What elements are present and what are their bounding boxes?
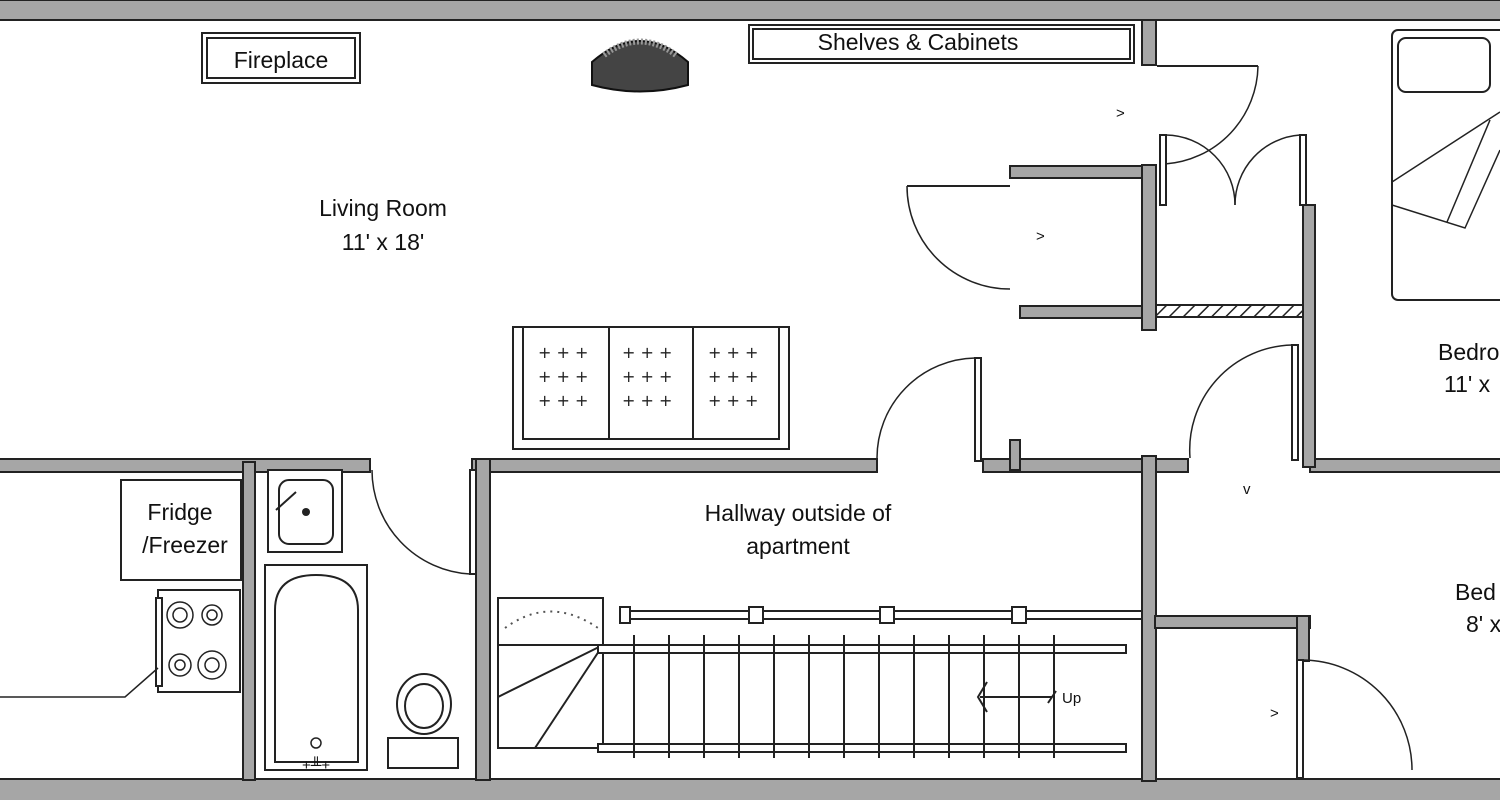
door-hallway[interactable]	[876, 357, 982, 462]
fridge-freezer	[120, 479, 242, 581]
door-closet-top[interactable]	[1157, 65, 1259, 165]
bottom-wall	[0, 778, 1500, 800]
stove	[155, 589, 241, 693]
staircase: Up	[497, 597, 1143, 758]
freezer-label: /Freezer	[142, 532, 228, 558]
top-wall	[0, 0, 1500, 21]
bedroom2-wall-stub	[1296, 615, 1310, 662]
partition-wall-mid	[1141, 164, 1157, 331]
svg-text:+ + +: + + +	[708, 391, 758, 410]
closet-wall-stub	[1009, 439, 1021, 471]
sink	[267, 469, 343, 553]
counter-line	[0, 667, 159, 698]
arrow-marker: >	[1036, 228, 1045, 245]
toilet	[387, 673, 459, 769]
bed	[1391, 29, 1500, 301]
shelves-label: Shelves & Cabinets	[818, 29, 1019, 55]
arrow-marker: >	[1116, 105, 1125, 122]
bedroom2-label: Bed	[1455, 579, 1496, 605]
living-room-label: Living Room	[319, 195, 447, 221]
sofa: + + + + + + + + + + + + + + + + + + + + + + +…	[512, 326, 790, 450]
bedroom1-label: Bedro	[1438, 339, 1499, 365]
bedroom1-size: 11' x	[1444, 371, 1491, 397]
arrow-marker: v	[1243, 481, 1251, 498]
door-bathroom[interactable]	[371, 469, 477, 575]
door-closet-double[interactable]	[1159, 134, 1307, 206]
bedroom2-wall	[1154, 615, 1311, 629]
bedroom2-size: 8' x	[1466, 611, 1500, 637]
fridge-label: Fridge	[147, 499, 212, 525]
hallway-wall-right	[982, 458, 1189, 473]
kitchen-bath-wall	[242, 461, 256, 781]
bedroom-wall	[1302, 204, 1316, 468]
door-living-closet[interactable]	[906, 185, 1011, 290]
closet-wall-bottom	[1019, 305, 1143, 319]
door-bedroom[interactable]	[1188, 344, 1299, 461]
stairs-up-label: Up	[1062, 690, 1081, 707]
svg-text:+ + +: + + +	[538, 367, 588, 386]
hallway-label-line2: apartment	[746, 533, 850, 559]
bedroom-wall-bottom	[1309, 458, 1500, 473]
living-hallway-wall	[471, 458, 878, 473]
bath-hallway-wall	[475, 458, 491, 781]
bathtub: +╨+	[264, 564, 368, 774]
svg-text:+╨+: +╨+	[302, 756, 330, 774]
living-kitchen-wall	[0, 458, 371, 473]
svg-text:+ + +: + + +	[622, 391, 672, 410]
door-bedroom2[interactable]	[1296, 659, 1413, 779]
tv-icon	[591, 38, 689, 93]
svg-text:+ + +: + + +	[708, 367, 758, 386]
living-room-size: 11' x 18'	[342, 229, 425, 255]
partition-wall-top	[1141, 19, 1157, 66]
svg-text:+ + +: + + +	[708, 343, 758, 362]
closet-wall-top	[1009, 165, 1143, 179]
partition-wall-bottom	[1141, 455, 1157, 782]
svg-text:+ + +: + + +	[622, 367, 672, 386]
svg-text:+ + +: + + +	[538, 343, 588, 362]
fireplace-label: Fireplace	[234, 47, 329, 73]
hallway-label-line1: Hallway outside of	[705, 500, 892, 526]
svg-text:+ + +: + + +	[622, 343, 672, 362]
svg-text:+ + +: + + +	[538, 391, 588, 410]
arrow-marker: >	[1270, 705, 1279, 722]
